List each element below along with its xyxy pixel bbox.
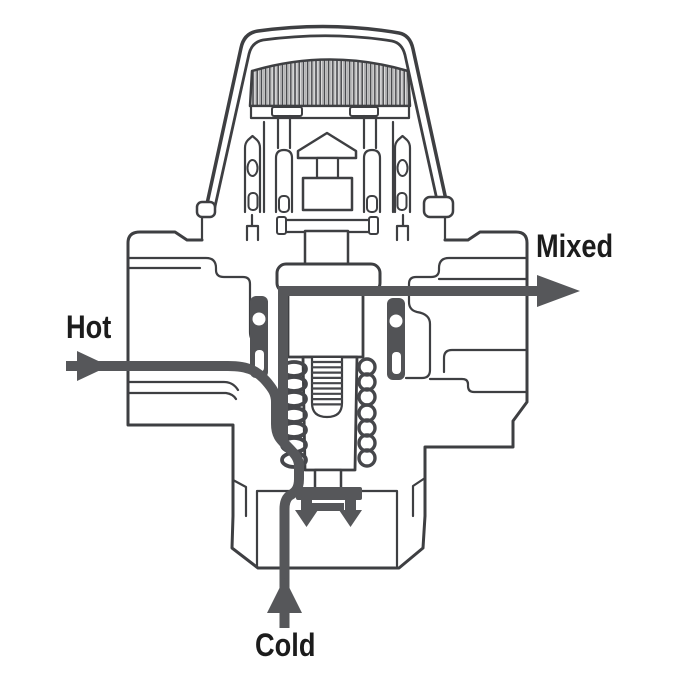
knurled-ring	[248, 58, 412, 108]
spindle-square	[315, 156, 340, 180]
piston-body	[286, 290, 365, 359]
thread-lines	[310, 360, 344, 406]
right-seal-slot	[392, 352, 401, 374]
shuttle-bar	[296, 487, 362, 500]
mixed-arrowhead	[537, 275, 580, 307]
post-hole-left	[246, 159, 259, 177]
inner-post-slot-left	[278, 195, 290, 213]
left-seal-slot	[255, 350, 264, 372]
post-hole-right	[396, 159, 409, 177]
plate-tab-right	[349, 106, 379, 117]
left-seal-oring	[252, 312, 266, 326]
spindle-block	[301, 176, 354, 212]
cold-label: Cold	[255, 627, 316, 663]
shuttle-assembly	[295, 487, 362, 527]
body-internal-lines	[126, 210, 529, 568]
spring-right-coils	[357, 357, 377, 468]
inner-post-slot-right	[366, 195, 378, 213]
cold-arrowhead	[267, 578, 302, 613]
flow-arrows	[66, 275, 580, 628]
mixed-label: Mixed	[536, 228, 614, 264]
spindle-house	[296, 131, 358, 160]
cap-cavity-walls	[262, 114, 395, 214]
cap-outer-shell	[203, 24, 450, 215]
bonnet-plate-tab-left	[276, 216, 287, 235]
cap-rim-foot-left	[195, 200, 217, 219]
bonnet-plate-tab-right	[368, 216, 379, 235]
cap-rim-foot-right	[422, 195, 455, 219]
post-slot-left	[247, 192, 259, 211]
valve-stem	[303, 229, 350, 267]
shuttle-port-arrow-left	[295, 499, 318, 527]
adjustment-cap	[195, 24, 455, 267]
post-slot-right	[396, 192, 408, 211]
hot-flow-path	[66, 361, 304, 628]
shuttle-port-arrow-right	[339, 499, 362, 527]
hot-arrowhead	[77, 351, 109, 381]
right-seal-oring	[389, 314, 403, 328]
shuttle-rung	[312, 503, 344, 511]
hot-label: Hot	[66, 309, 112, 345]
cap-inner-shell	[212, 34, 441, 213]
plate-tab-left	[271, 106, 303, 117]
seals	[250, 296, 405, 380]
